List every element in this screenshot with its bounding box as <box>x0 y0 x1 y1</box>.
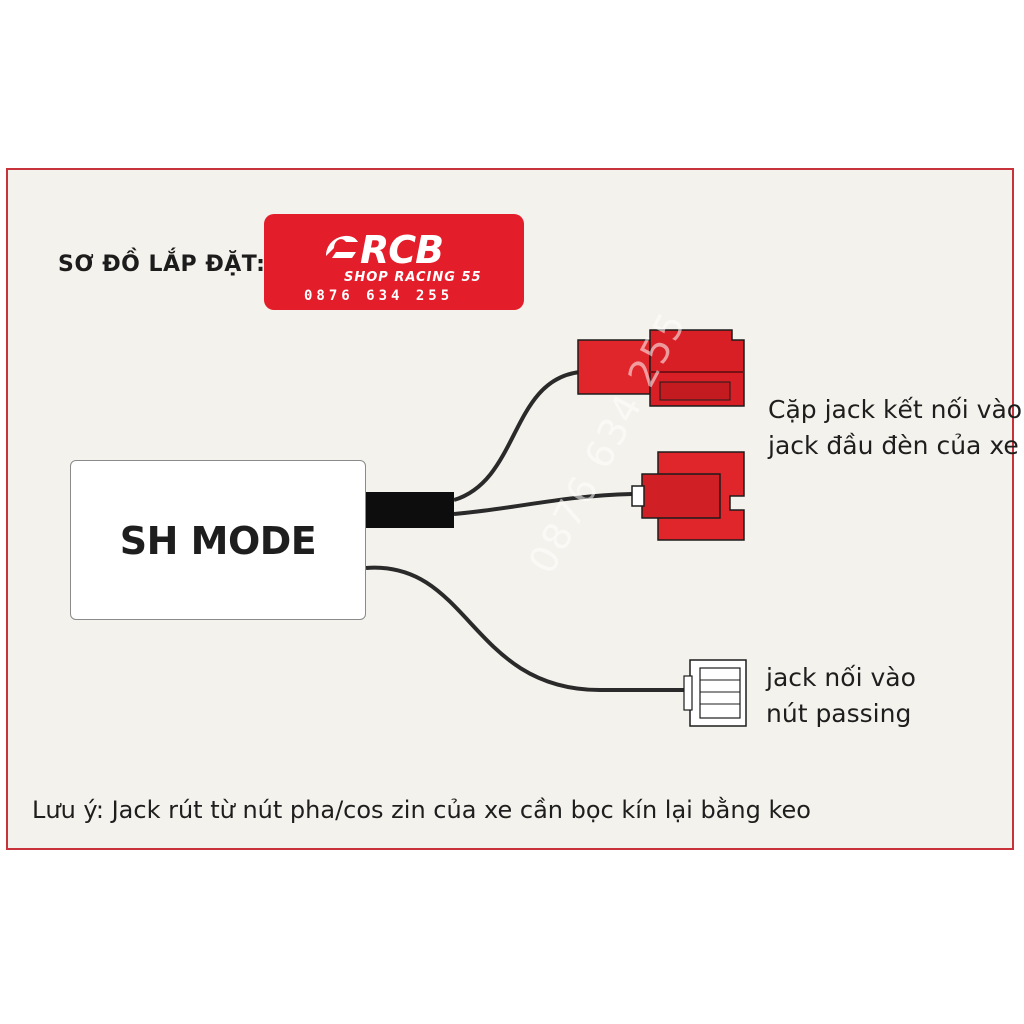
passing-jack-label: jack nối vào nút passing <box>766 660 916 732</box>
logo-subtitle: SHOP RACING 55 <box>344 270 482 285</box>
headlight-jack-label: Cặp jack kết nối vào jack đầu đèn của xe <box>768 392 1022 464</box>
headlight-jack-lower <box>631 451 745 541</box>
cable-sleeve <box>366 492 454 528</box>
passing-label-line2: nút passing <box>766 699 912 728</box>
passing-jack <box>683 659 747 727</box>
headlight-jack-upper <box>577 329 745 407</box>
installation-note: Lưu ý: Jack rút từ nút pha/cos zin của x… <box>32 796 811 824</box>
passing-label-line1: jack nối vào <box>766 663 916 692</box>
module-label: SH MODE <box>119 519 317 563</box>
rcb-logo: RCB SHOP RACING 55 0876 634 255 <box>264 214 524 310</box>
diagram-heading: SƠ ĐỒ LẮP ĐẶT: <box>58 252 266 277</box>
headlight-label-line2: jack đầu đèn của xe <box>768 431 1019 460</box>
wire-lower <box>365 565 690 692</box>
wire-upper <box>453 370 581 502</box>
sh-mode-module: SH MODE <box>70 460 366 620</box>
rcb-logo-mark <box>326 235 358 258</box>
logo-phone: 0876 634 255 <box>304 288 454 304</box>
headlight-label-line1: Cặp jack kết nối vào <box>768 395 1023 424</box>
logo-brand: RCB <box>360 228 444 272</box>
wire-middle <box>453 492 633 516</box>
